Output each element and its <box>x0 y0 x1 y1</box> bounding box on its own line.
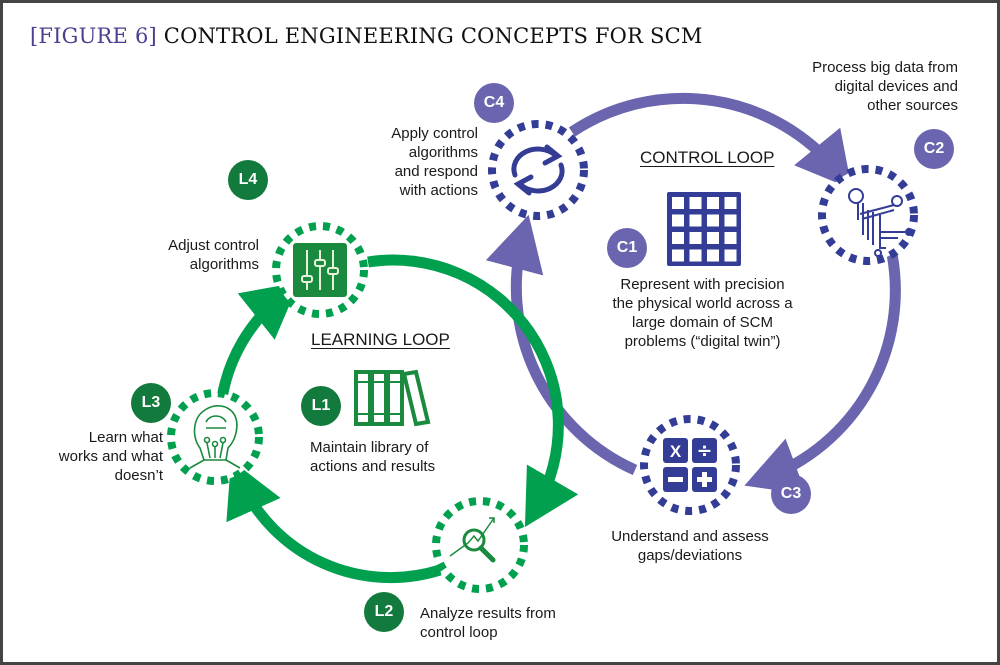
arrow-c4-to-c2 <box>568 92 852 190</box>
c1-line: problems (“digital twin”) <box>624 333 781 350</box>
svg-text:X: X <box>670 442 682 461</box>
l4-line: Adjust control <box>168 237 259 254</box>
refresh-cycle-icon <box>511 144 565 196</box>
l1-line: actions and results <box>310 458 436 475</box>
grid-icon-cell <box>689 249 702 262</box>
l2-description: Analyze results from control loop <box>420 604 556 642</box>
grid-icon-cell <box>707 249 719 262</box>
l3-line: Learn what <box>88 429 163 446</box>
c1-description: Represent with precision the physical wo… <box>590 275 815 351</box>
learning-loop-title: LEARNING LOOP <box>311 330 450 349</box>
grid-icon-cell <box>707 232 719 244</box>
grid-icon-cell <box>724 214 737 227</box>
c4-ring <box>488 120 588 220</box>
c2-line: digital devices and <box>834 78 958 95</box>
arrow-c3-to-c4 <box>485 214 638 476</box>
badge-l2: L2 <box>364 592 404 632</box>
grid-icon-cell <box>689 232 702 244</box>
c4-line: and respond <box>394 163 478 180</box>
grid-icon-cell <box>724 249 737 262</box>
sliders-icon <box>293 243 347 297</box>
badge-l1: L1 <box>301 386 341 426</box>
l4-description: Adjust control algorithms <box>168 236 259 274</box>
c2-description: Process big data from digital devices an… <box>812 58 958 115</box>
c1-line: large domain of SCM <box>632 314 773 331</box>
arrow-l2-to-l3 <box>226 459 442 584</box>
grid-icon-cell <box>689 214 702 227</box>
grid-icon-cell <box>724 232 737 244</box>
c3-ring <box>640 415 740 515</box>
badge-c2: C2 <box>914 129 954 169</box>
grid-icon-cell <box>724 197 737 209</box>
c3-line: Understand and assess <box>611 528 769 545</box>
arrow-l3-to-l4 <box>216 282 300 399</box>
grid-icon-cell <box>672 214 684 227</box>
l1-line: Maintain library of <box>310 439 429 456</box>
l2-line: Analyze results from <box>420 605 556 622</box>
arrow-c2-to-c3 <box>744 252 901 495</box>
grid-icon-cell <box>672 249 684 262</box>
badge-c1: C1 <box>607 228 647 268</box>
c3-line: gaps/deviations <box>637 547 743 564</box>
control-loop-title: CONTROL LOOP <box>640 148 775 167</box>
l4-line: algorithms <box>189 256 259 273</box>
grid-icon-cell <box>689 197 702 209</box>
grid-icon-cell <box>707 197 719 209</box>
grid-icon-frame <box>667 192 741 266</box>
figure-title-text: CONTROL ENGINEERING CONCEPTS FOR SCM <box>163 24 703 48</box>
calculator-icon: X ÷ <box>663 438 717 492</box>
c4-line: algorithms <box>408 144 478 161</box>
library-books-icon <box>354 369 431 427</box>
analyze-magnifier-icon <box>449 517 496 563</box>
c1-line: the physical world across a <box>612 295 793 312</box>
svg-text:÷: ÷ <box>697 440 713 462</box>
c1-line: Represent with precision <box>620 276 785 293</box>
figure-label: [FIGURE 6] <box>30 24 157 48</box>
c3-description: Understand and assess gaps/deviations <box>590 527 790 565</box>
c4-line: with actions <box>399 182 478 199</box>
learning-loop-arcs <box>216 254 579 584</box>
badge-c4: C4 <box>474 83 514 123</box>
l3-line: works and what <box>58 448 163 465</box>
l2-line: control loop <box>420 624 498 641</box>
badge-l4: L4 <box>228 160 268 200</box>
control-loop-arcs <box>485 92 901 495</box>
grid-icon-cell <box>672 197 684 209</box>
c2-line: Process big data from <box>812 59 958 76</box>
brain-circuit-icon <box>189 405 241 469</box>
grid-icon-cell <box>672 232 684 244</box>
l1-description: Maintain library of actions and results <box>310 438 435 476</box>
badge-l3: L3 <box>131 383 171 423</box>
c2-line: other sources <box>867 97 958 114</box>
l3-ring <box>167 389 263 485</box>
arrow-l4-to-l2 <box>367 254 579 528</box>
badge-c3: C3 <box>771 474 811 514</box>
c4-description: Apply control algorithms and respond wit… <box>391 124 478 200</box>
c4-line: Apply control <box>391 125 478 142</box>
circuit-icon <box>848 188 913 257</box>
l2-ring <box>432 497 528 593</box>
grid-icon <box>667 192 741 266</box>
grid-icon-cell <box>707 214 719 227</box>
l3-line: doesn’t <box>114 467 163 484</box>
l3-description: Learn what works and what doesn’t <box>59 428 163 485</box>
figure-title: [FIGURE 6] CONTROL ENGINEERING CONCEPTS … <box>30 24 703 48</box>
